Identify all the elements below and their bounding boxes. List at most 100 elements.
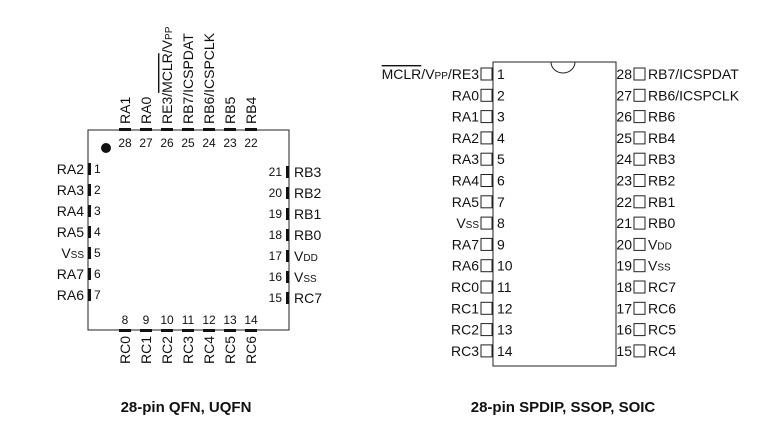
qfn-pin-pad [88, 268, 91, 280]
dip-caption: 28-pin SPDIP, SSOP, SOIC [471, 399, 656, 416]
dip-pin-box [633, 344, 646, 358]
dip-pin-label-rc4: RC4 [648, 343, 676, 359]
qfn-pin-number: 12 [202, 313, 216, 327]
qfn-pin-pad [245, 329, 257, 332]
qfn-pin-label-rb3: RB3 [294, 164, 321, 180]
qfn-body [87, 129, 290, 331]
qfn-pin-pad [286, 271, 289, 283]
qfn-pin-label-rb6-icspclk: RB6/ICSPCLK [201, 32, 217, 124]
dip-pin-number: 19 [616, 258, 632, 274]
dip-pin-number: 17 [616, 300, 632, 316]
dip-pin-label-rb4: RB4 [648, 130, 675, 146]
qfn-pin-number: 11 [182, 313, 195, 327]
dip-pin-number: 5 [497, 151, 505, 167]
dip-pin-number: 3 [497, 109, 505, 125]
qfn-pin-number: 6 [94, 267, 101, 281]
qfn-pin-number: 5 [94, 246, 101, 260]
qfn-pin-label-rc3: RC3 [180, 336, 196, 364]
dip-pin-box [633, 67, 646, 81]
qfn-pin-label-rc5: RC5 [222, 336, 238, 364]
qfn-pin-pad [119, 329, 131, 332]
qfn-pin-label-ra4: RA4 [57, 203, 84, 219]
qfn-pin-number: 28 [118, 136, 132, 150]
dip-pin-label-ra4: RA4 [452, 173, 479, 189]
qfn-pin-pad [140, 329, 152, 332]
dip-pin-number: 21 [616, 215, 632, 231]
qfn-pin-label-rc4: RC4 [201, 336, 217, 364]
dip-pin-box [480, 67, 493, 81]
qfn-pin-label-ra0: RA0 [138, 97, 154, 124]
qfn-pin-pad [88, 163, 91, 175]
dip-pin-number: 8 [497, 215, 505, 231]
qfn-pin-label-rc1: RC1 [138, 336, 154, 364]
dip-pin-label-rc1: RC1 [451, 300, 479, 316]
qfn-pin-pad [286, 208, 289, 220]
qfn-pin-number: 7 [94, 288, 101, 302]
qfn-pin-label-rb1: RB1 [294, 206, 321, 222]
dip-pin-number: 9 [497, 236, 505, 252]
qfn-pin-label-ra6: RA6 [57, 287, 84, 303]
qfn-pin-label-ra7: RA7 [57, 266, 84, 282]
dip-pin-number: 26 [616, 109, 632, 125]
dip-body [492, 61, 617, 367]
dip-pin-number: 2 [497, 87, 505, 103]
dip-package: 1MCLR/VPP/RE32RA03RA14RA25RA36RA47RA58VS… [382, 61, 740, 416]
dip-pin-label-rb1: RB1 [648, 194, 675, 210]
dip-pin-number: 27 [616, 87, 632, 103]
qfn-caption: 28-pin QFN, UQFN [121, 399, 252, 416]
qfn-pin-number: 16 [269, 270, 283, 284]
dip-pin-number: 16 [616, 322, 632, 338]
dip-pin-label-rc3: RC3 [451, 343, 479, 359]
dip-pin-number: 4 [497, 130, 505, 146]
dip-pin-box [480, 195, 493, 209]
dip-pin-box [633, 301, 646, 315]
dip-pin-label-rb3: RB3 [648, 151, 675, 167]
dip-pin-box [633, 259, 646, 273]
qfn-pin-label-re3-mclr-vpp: RE3/MCLR/VPP [159, 26, 175, 124]
dip-pin-number: 20 [616, 236, 632, 252]
qfn-pin-number: 27 [139, 136, 153, 150]
dip-pin-label-rb6: RB6 [648, 109, 675, 125]
dip-pin-label-rb2: RB2 [648, 173, 675, 189]
qfn-pin-number: 9 [143, 313, 150, 327]
dip-pin-number: 7 [497, 194, 505, 210]
qfn-pin-label-rc7: RC7 [294, 290, 322, 306]
qfn-pin-pad [161, 329, 173, 332]
dip-pin-number: 13 [497, 322, 513, 338]
dip-pin-label-rb0: RB0 [648, 215, 675, 231]
dip-pin-box [480, 323, 493, 337]
pin1-marker-dot [101, 143, 111, 153]
qfn-pin-pad [119, 128, 131, 131]
qfn-pin-label-vss: VSS [294, 269, 317, 285]
dip-pin-label-rb7-icspdat: RB7/ICSPDAT [648, 66, 739, 82]
dip-pin-box [633, 88, 646, 102]
qfn-pin-pad [88, 247, 91, 259]
qfn-pin-label-rc2: RC2 [159, 336, 175, 364]
dip-pin-label-ra6: RA6 [452, 258, 479, 274]
dip-pin-number: 14 [497, 343, 513, 359]
dip-pin-number: 15 [616, 343, 632, 359]
qfn-pin-number: 23 [223, 136, 237, 150]
qfn-top-pins: 28RA127RA026RE3/MCLR/VPP25RB7/ICSPDAT24R… [117, 26, 259, 150]
dip-pin-number: 25 [616, 130, 632, 146]
qfn-pin-label-rb2: RB2 [294, 185, 321, 201]
qfn-pin-label-rb7-icspdat: RB7/ICSPDAT [180, 33, 196, 124]
dip-pin-box [480, 216, 493, 230]
qfn-pin-number: 3 [94, 204, 101, 218]
dip-pin-box [633, 131, 646, 145]
dip-pin-label-rc7: RC7 [648, 279, 676, 295]
qfn-pin-number: 2 [94, 183, 101, 197]
qfn-package: 28RA127RA026RE3/MCLR/VPP25RB7/ICSPDAT24R… [57, 26, 322, 416]
dip-pin-label-vdd: VDD [648, 236, 672, 252]
dip-pin-box [480, 88, 493, 102]
qfn-pin-number: 8 [122, 313, 129, 327]
dip-pin-label-rb6-icspclk: RB6/ICSPCLK [648, 87, 740, 103]
qfn-pin-pad [286, 187, 289, 199]
dip-pin-box [633, 216, 646, 230]
dip-pin-box [480, 259, 493, 273]
qfn-pin-label-ra1: RA1 [117, 97, 133, 124]
dip-pin-box [480, 301, 493, 315]
qfn-pin-number: 18 [269, 228, 283, 242]
qfn-pin-number: 19 [269, 207, 283, 221]
dip-pin-number: 10 [497, 258, 513, 274]
